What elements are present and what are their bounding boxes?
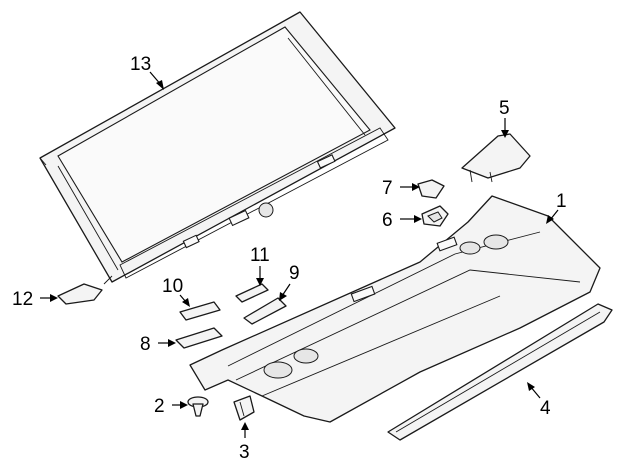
callout-2: 2 [154, 396, 165, 417]
part-8-trim [175, 327, 223, 349]
part-3-clip-nut [233, 395, 255, 421]
part-12-shade-frame [39, 11, 396, 285]
part-2-push-pin [187, 396, 209, 417]
callout-4: 4 [540, 398, 551, 419]
callout-10: 10 [162, 276, 183, 297]
part-1-package-tray [189, 195, 601, 423]
part-7-clip [417, 179, 445, 199]
part-5-cover [461, 133, 531, 183]
callout-5: 5 [499, 98, 510, 119]
part-11-bracket [235, 283, 269, 303]
part-4-brake-light [387, 303, 613, 441]
callout-13: 12 [12, 289, 33, 310]
callout-1: 1 [556, 191, 567, 212]
part-9-trim [243, 297, 287, 325]
part-6-bracket [421, 205, 449, 227]
callout-3: 3 [239, 442, 250, 463]
callout-8: 8 [140, 334, 151, 355]
leader-lines [40, 71, 559, 438]
part-13-bracket [57, 283, 103, 305]
callout-11: 11 [250, 245, 270, 266]
callout-12: 13 [130, 54, 151, 75]
callout-9: 9 [289, 263, 300, 284]
callout-6: 6 [382, 210, 393, 231]
part-10-bracket [179, 301, 221, 321]
callout-7: 7 [382, 178, 393, 199]
